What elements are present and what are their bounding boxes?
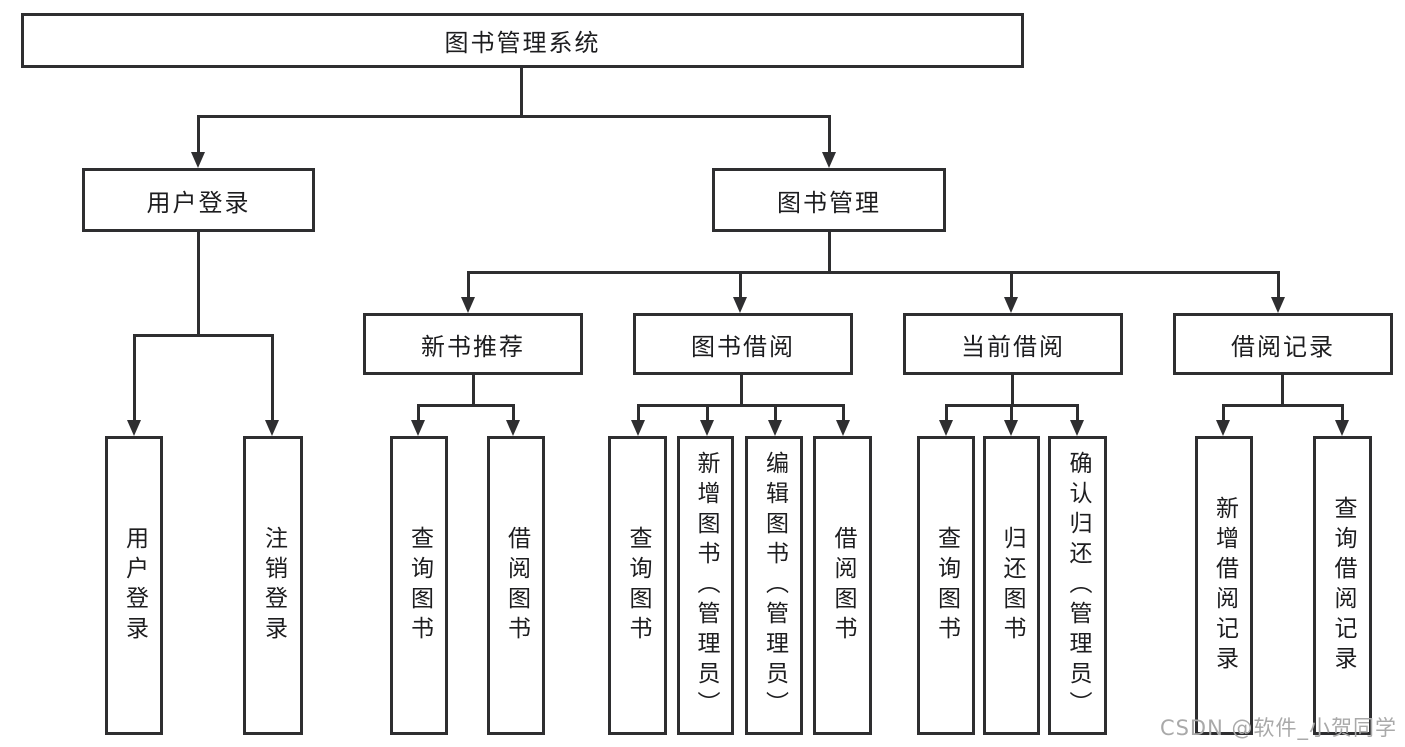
connector-line	[774, 404, 777, 420]
leaf-current-query-books: 查询图书	[917, 436, 975, 735]
node-book-management-label: 图书管理	[777, 188, 881, 217]
node-root-label: 图书管理系统	[444, 29, 601, 57]
arrow-down-icon	[461, 297, 475, 313]
leaf-add-borrow-record: 新增借阅记录	[1195, 436, 1253, 735]
connector-line	[637, 404, 845, 407]
leaf-current-query-books-label: 查询图书	[933, 525, 960, 646]
leaf-user-login-label: 用户登录	[121, 525, 148, 646]
leaf-query-borrow-record: 查询借阅记录	[1313, 436, 1372, 735]
arrow-down-icon	[1070, 420, 1084, 436]
leaf-logout: 注销登录	[243, 436, 303, 735]
arrow-down-icon	[1335, 420, 1349, 436]
leaf-borrowing-query-books-label: 查询图书	[625, 525, 651, 646]
node-borrowing-records: 借阅记录	[1173, 313, 1393, 375]
arrow-down-icon	[265, 420, 279, 436]
connector-line	[706, 404, 709, 420]
connector-line	[417, 404, 515, 407]
arrow-down-icon	[1216, 420, 1230, 436]
arrow-down-icon	[1004, 420, 1018, 436]
connector-line	[197, 115, 200, 152]
connector-line	[828, 115, 831, 152]
arrow-down-icon	[631, 420, 645, 436]
leaf-recommend-borrow-books-label: 借阅图书	[503, 525, 530, 646]
leaf-edit-books-admin-label: 编辑图书（管理员）	[761, 450, 788, 721]
connector-line	[472, 375, 475, 407]
node-user-login-label: 用户登录	[146, 188, 251, 217]
connector-line	[467, 271, 470, 297]
connector-line	[467, 271, 1280, 274]
leaf-edit-books-admin: 编辑图书（管理员）	[745, 436, 803, 735]
node-current-borrowing-label: 当前借阅	[961, 332, 1065, 361]
leaf-recommend-query-books-label: 查询图书	[406, 525, 433, 646]
node-new-book-recommend-label: 新书推荐	[421, 332, 525, 361]
node-current-borrowing: 当前借阅	[903, 313, 1123, 375]
connector-line	[1281, 375, 1284, 407]
arrow-down-icon	[939, 420, 953, 436]
leaf-query-borrow-record-label: 查询借阅记录	[1330, 495, 1356, 676]
arrow-down-icon	[127, 420, 141, 436]
node-book-management: 图书管理	[712, 168, 946, 232]
arrow-down-icon	[506, 420, 520, 436]
connector-line	[197, 232, 200, 336]
connector-line	[740, 375, 743, 407]
leaf-recommend-query-books: 查询图书	[390, 436, 448, 735]
arrow-down-icon	[191, 152, 205, 168]
leaf-confirm-return-admin-label: 确认归还（管理员）	[1065, 450, 1091, 721]
leaf-borrow-books-label: 借阅图书	[830, 525, 856, 646]
leaf-add-borrow-record-label: 新增借阅记录	[1211, 495, 1238, 676]
arrow-down-icon	[411, 420, 425, 436]
node-book-borrowing-label: 图书借阅	[691, 332, 795, 361]
node-user-login: 用户登录	[82, 168, 315, 232]
connector-line	[271, 334, 274, 420]
arrow-down-icon	[836, 420, 850, 436]
connector-line	[512, 404, 515, 420]
connector-line	[197, 115, 831, 118]
leaf-logout-label: 注销登录	[260, 525, 287, 646]
node-borrowing-records-label: 借阅记录	[1231, 332, 1335, 361]
node-new-book-recommend: 新书推荐	[363, 313, 583, 375]
leaf-add-books-admin-label: 新增图书（管理员）	[693, 450, 719, 721]
connector-line	[1277, 271, 1280, 297]
connector-line	[1222, 404, 1225, 420]
connector-line	[520, 68, 523, 118]
arrow-down-icon	[822, 152, 836, 168]
connector-line	[417, 404, 420, 420]
connector-line	[1341, 404, 1344, 420]
arrow-down-icon	[1004, 297, 1018, 313]
node-book-borrowing: 图书借阅	[633, 313, 853, 375]
connector-line	[637, 404, 640, 420]
leaf-borrowing-query-books: 查询图书	[608, 436, 667, 735]
arrow-down-icon	[768, 420, 782, 436]
watermark: CSDN @软件_小贺同学	[1159, 716, 1397, 740]
connector-line	[133, 334, 136, 420]
leaf-return-books: 归还图书	[983, 436, 1040, 735]
connector-line	[828, 232, 831, 274]
arrow-down-icon	[1271, 297, 1285, 313]
connector-line	[842, 404, 845, 420]
connector-line	[1076, 404, 1079, 420]
arrow-down-icon	[700, 420, 714, 436]
connector-line	[945, 404, 948, 420]
leaf-add-books-admin: 新增图书（管理员）	[677, 436, 734, 735]
connector-line	[1222, 404, 1344, 407]
leaf-borrow-books: 借阅图书	[813, 436, 872, 735]
connector-line	[1010, 271, 1013, 297]
leaf-recommend-borrow-books: 借阅图书	[487, 436, 545, 735]
leaf-return-books-label: 归还图书	[999, 525, 1025, 646]
connector-line	[739, 271, 742, 297]
connector-line	[1011, 375, 1014, 407]
connector-line	[133, 334, 274, 337]
arrow-down-icon	[733, 297, 747, 313]
node-root: 图书管理系统	[21, 13, 1024, 68]
leaf-user-login: 用户登录	[105, 436, 163, 735]
leaf-confirm-return-admin: 确认归还（管理员）	[1048, 436, 1107, 735]
connector-line	[1010, 404, 1013, 420]
